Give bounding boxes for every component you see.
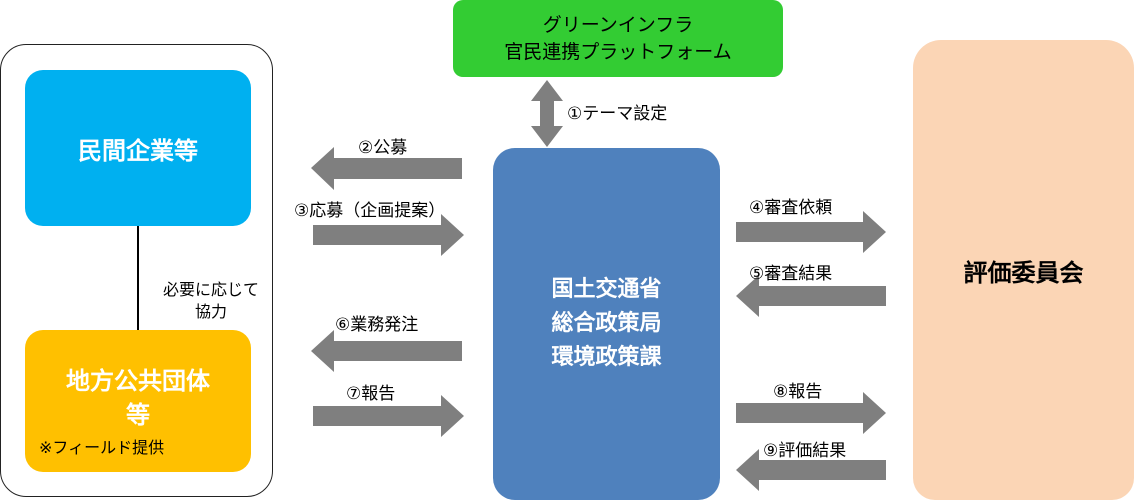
platform-node: グリーンインフラ 官民連携プラットフォーム (453, 0, 783, 77)
report-to-committee-label: ⑧報告 (773, 382, 823, 402)
platform-line-1: グリーンインフラ (542, 13, 694, 36)
local-government-line-2: 等 (126, 401, 150, 429)
partner-group-frame (0, 44, 273, 497)
application-label: ③応募（企画提案） (294, 201, 446, 221)
ministry-line-2: 総合政策局 (551, 311, 662, 336)
theme-setting-label: ①テーマ設定 (567, 104, 668, 124)
local-government-line-1: 地方公共団体 (66, 367, 210, 395)
theme-setting-double-arrow (531, 80, 563, 147)
platform-line-2: 官民連携プラットフォーム (504, 40, 732, 63)
cooperation-note: 必要に応じて 協力 (146, 279, 276, 323)
report-to-committee-arrow (736, 392, 886, 434)
public-call-arrow (311, 147, 462, 190)
cooperation-line-1: 必要に応じて (162, 280, 259, 299)
work-order-label: ⑥業務発注 (335, 315, 419, 335)
local-government-title: 地方公共団体 等 (25, 364, 251, 432)
private-companies-node: 民間企業等 (25, 70, 251, 226)
local-government-node: 地方公共団体 等 ※フィールド提供 (25, 330, 251, 472)
evaluation-committee-node: 評価委員会 (913, 40, 1134, 500)
review-request-label: ④審査依頼 (749, 198, 833, 218)
cooperation-connector (137, 226, 139, 330)
private-companies-label: 民間企業等 (78, 136, 198, 165)
work-order-arrow (311, 330, 462, 372)
application-arrow (313, 214, 464, 256)
report-to-ministry-label: ⑦報告 (346, 384, 396, 404)
review-request-arrow (736, 211, 886, 253)
evaluation-committee-label: 評価委員会 (963, 258, 1084, 287)
ministry-line-1: 国土交通省 (551, 277, 662, 302)
public-call-label: ②公募 (358, 138, 408, 158)
review-result-label: ⑤審査結果 (749, 264, 833, 284)
cooperation-line-2: 協力 (194, 302, 227, 321)
ministry-node: 国土交通省 総合政策局 環境政策課 (493, 148, 720, 500)
report-to-ministry-arrow (313, 395, 464, 437)
ministry-line-3: 環境政策課 (551, 345, 662, 370)
review-result-arrow (736, 275, 886, 317)
field-provision-note: ※フィールド提供 (39, 438, 165, 457)
evaluation-result-label: ⑨評価結果 (763, 441, 847, 461)
evaluation-result-arrow (736, 449, 886, 491)
